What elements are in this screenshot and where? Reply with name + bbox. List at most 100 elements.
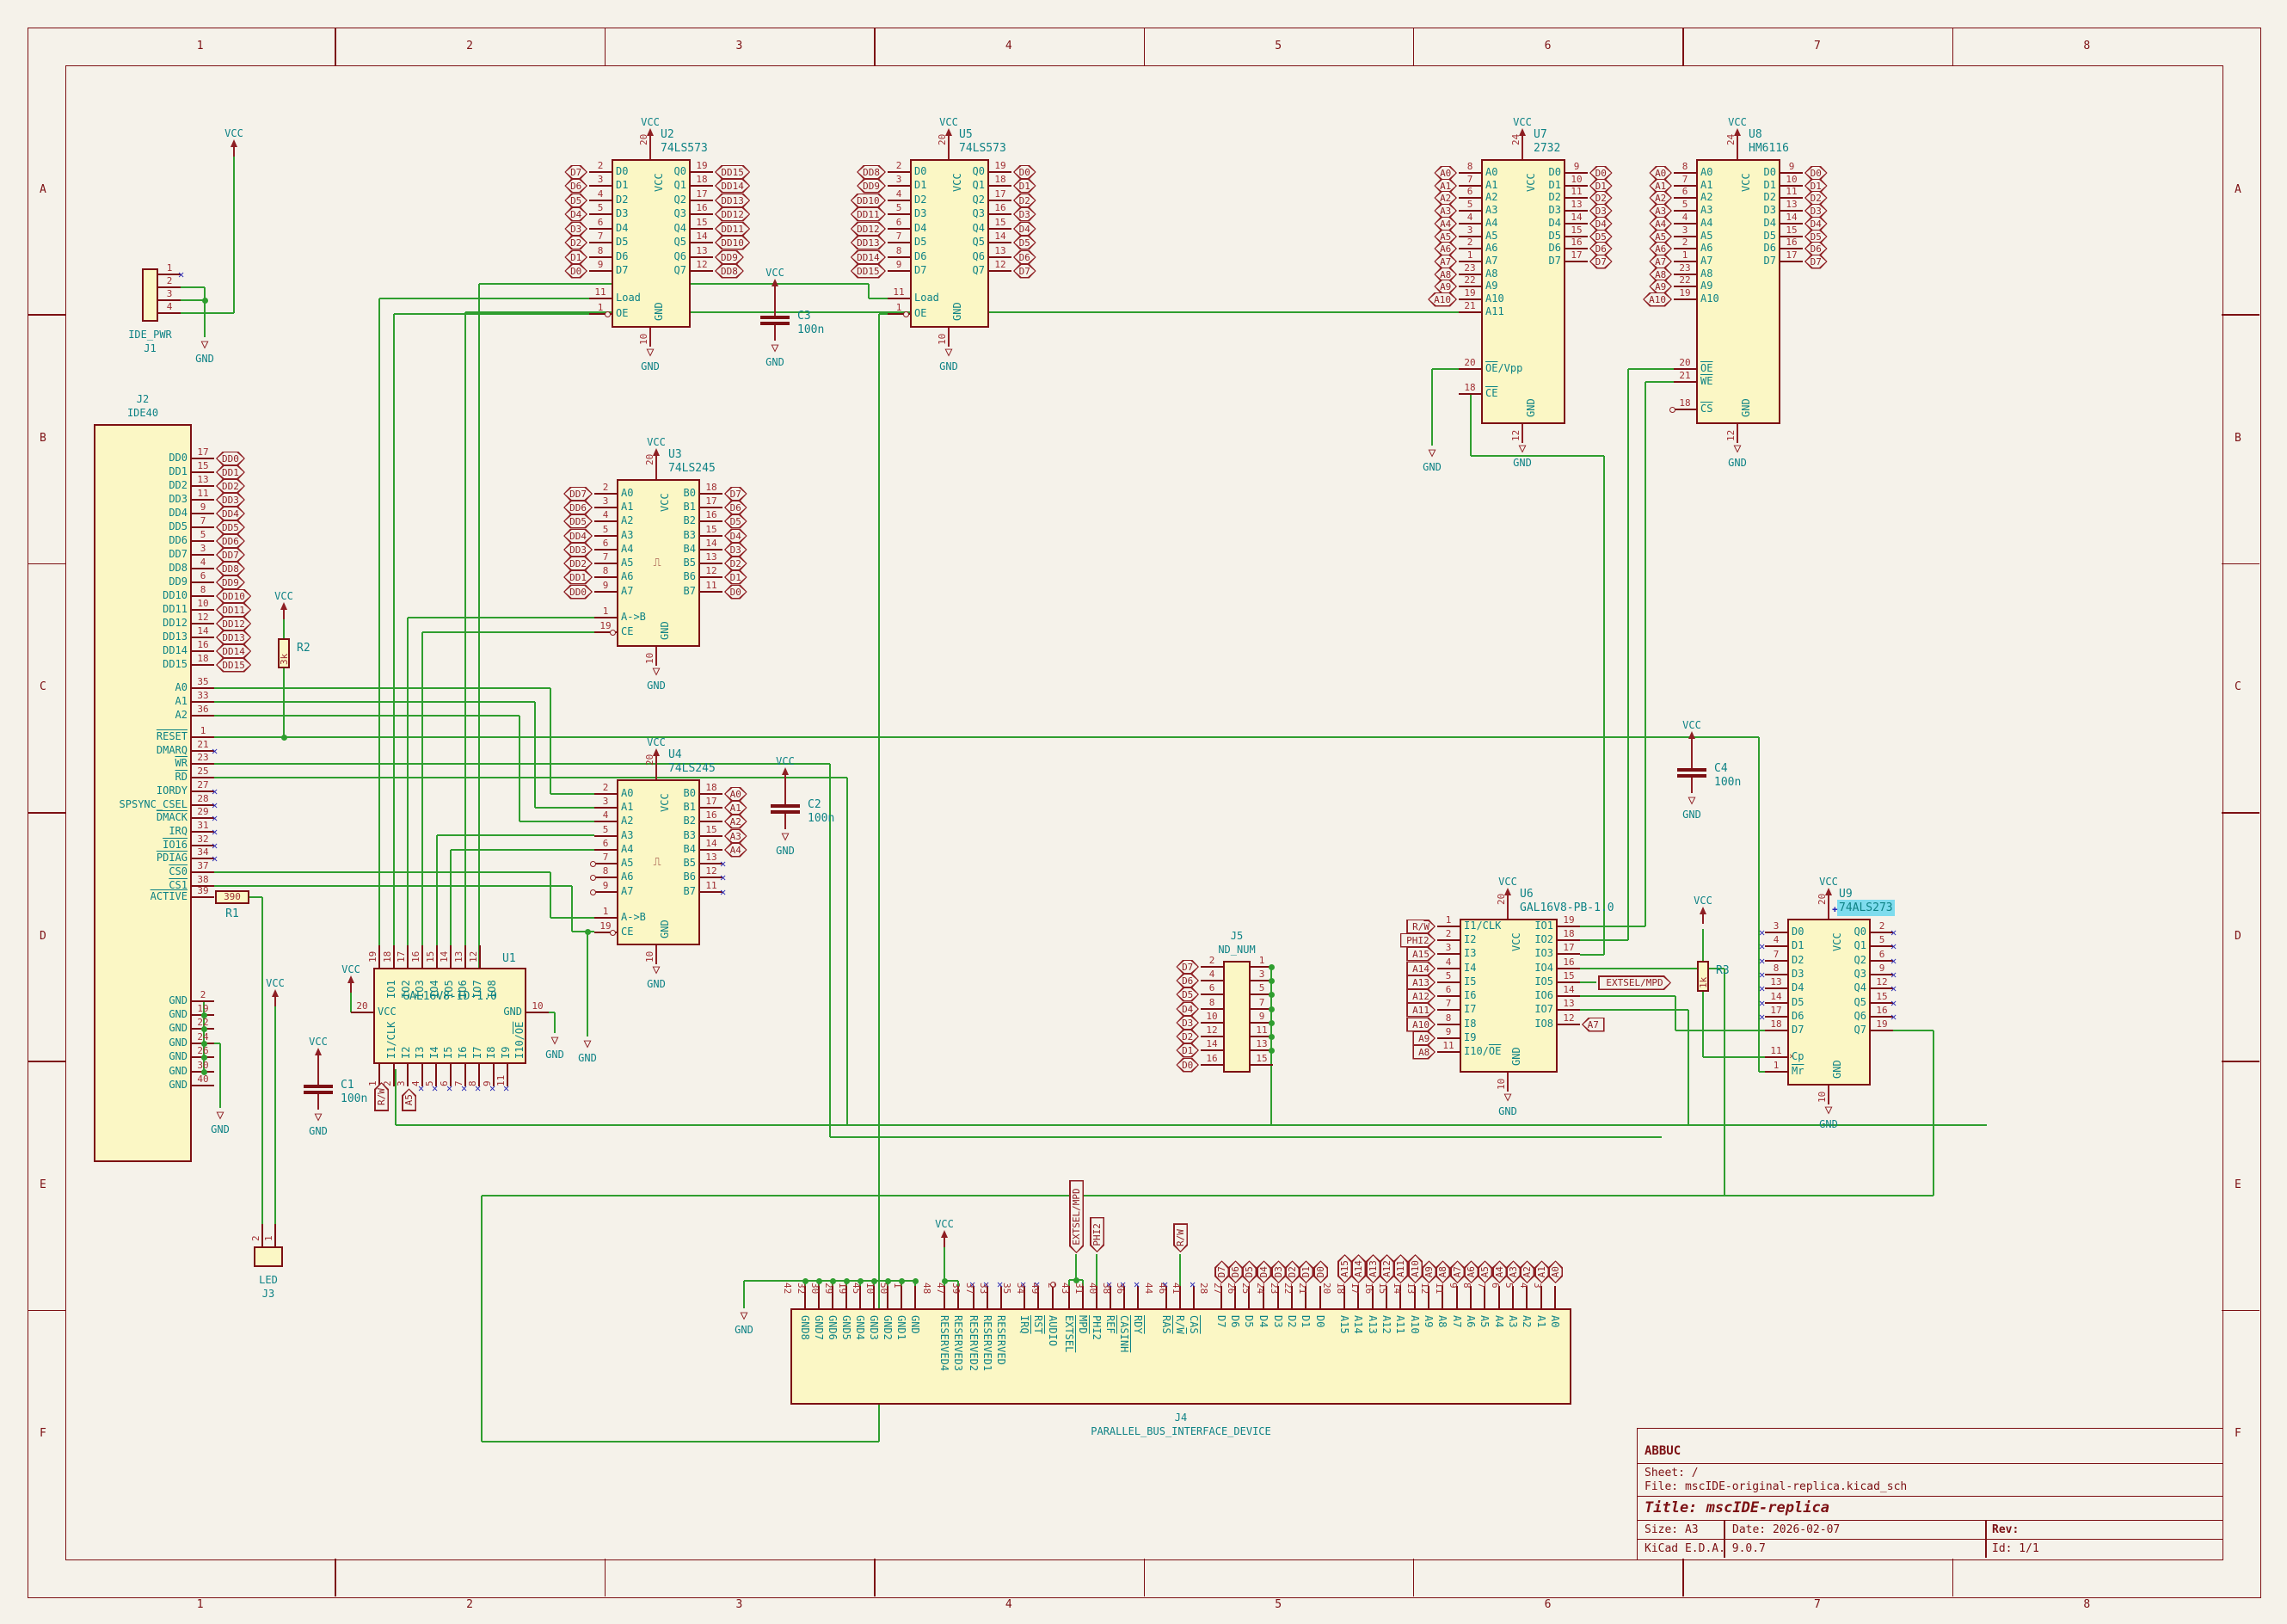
pin-U1-4[interactable] (421, 1064, 423, 1086)
pin-U5-3[interactable] (888, 185, 910, 187)
net-label[interactable]: A0 (724, 787, 747, 802)
wire[interactable] (535, 807, 594, 809)
net-label[interactable]: DD12 (715, 207, 750, 222)
pin-J4-49[interactable] (1052, 1286, 1054, 1308)
pin-U6-19[interactable] (1558, 926, 1580, 927)
net-label[interactable]: D6 (564, 179, 587, 194)
wire[interactable] (1675, 996, 1676, 1030)
net-label[interactable]: A5 (1649, 230, 1672, 244)
wire[interactable] (482, 1441, 879, 1443)
pin-J5-6[interactable] (1201, 993, 1223, 995)
net-label[interactable]: A3 (724, 829, 747, 844)
net-label[interactable]: DD13 (715, 194, 750, 208)
wire[interactable] (450, 850, 452, 968)
wire[interactable] (421, 632, 423, 968)
pin-U1-17[interactable] (407, 945, 409, 968)
wire[interactable] (1096, 1254, 1097, 1308)
pin-J2-21[interactable] (192, 750, 214, 752)
net-label[interactable]: D4 (1804, 217, 1828, 231)
pin-U6-13[interactable] (1558, 1009, 1580, 1011)
pin-J5-7[interactable] (1251, 1008, 1273, 1010)
wire[interactable] (1627, 369, 1629, 940)
pin-J2-39[interactable] (192, 896, 214, 898)
net-label[interactable]: D3 (564, 222, 587, 237)
wire[interactable] (550, 688, 551, 794)
hier-label[interactable]: EXTSEL/MPD (1598, 975, 1671, 990)
pin-J2-25[interactable] (192, 777, 214, 778)
pin-U4-14[interactable] (700, 849, 722, 851)
net-label[interactable]: D6 (724, 501, 747, 515)
net-label[interactable]: D1 (724, 570, 747, 585)
pin-J5-8[interactable] (1201, 1008, 1223, 1010)
wire[interactable] (587, 932, 588, 1037)
ic-U7[interactable] (1481, 159, 1565, 424)
wire[interactable] (1580, 981, 1596, 983)
wire[interactable] (550, 793, 594, 795)
pin-J5-15[interactable] (1251, 1064, 1273, 1066)
pin-U1-6[interactable] (450, 1064, 452, 1086)
pin-J4-39[interactable] (973, 1286, 974, 1308)
pin-U1-1[interactable] (378, 1064, 380, 1086)
wire[interactable] (1432, 368, 1459, 370)
pin-U6-18[interactable] (1558, 939, 1580, 941)
pin-U3-19[interactable] (594, 631, 617, 633)
pin-U1-10[interactable] (526, 1012, 549, 1013)
pin-U9-16[interactable] (1871, 1016, 1893, 1018)
pin-U5-12[interactable] (989, 270, 1011, 272)
pin-U2-16[interactable] (691, 213, 713, 215)
gnd-symbol[interactable]: ▽ (1824, 1102, 1833, 1117)
pin-U5-8[interactable] (888, 256, 910, 258)
wire[interactable] (554, 1012, 556, 1033)
wire[interactable] (1580, 995, 1675, 997)
wire[interactable] (158, 299, 205, 301)
pin-U3-17[interactable] (700, 507, 722, 508)
gnd-symbol[interactable]: ▽ (944, 344, 953, 360)
pin-J4-36[interactable] (1137, 1286, 1139, 1308)
pin-J2-10[interactable] (192, 609, 214, 611)
pin-J4-24[interactable] (1277, 1286, 1279, 1308)
wire[interactable] (214, 715, 519, 717)
wire[interactable] (1759, 1071, 1765, 1073)
pin-U7-13[interactable] (1565, 210, 1588, 212)
net-label[interactable]: A1 (1434, 179, 1457, 194)
pin-U2-14[interactable] (691, 242, 713, 243)
pin-J2-18[interactable] (192, 664, 214, 666)
net-label[interactable]: D5 (1589, 230, 1613, 244)
net-label[interactable]: D1 (1804, 179, 1828, 194)
pin-U1-18[interactable] (393, 945, 395, 968)
gnd-symbol[interactable]: ▽ (771, 340, 779, 355)
wire[interactable] (550, 872, 551, 918)
pin-U5-2[interactable] (888, 171, 910, 173)
pin-U5-4[interactable] (888, 200, 910, 201)
net-label[interactable]: DD15 (216, 658, 251, 673)
pin-J4-6[interactable] (1512, 1286, 1514, 1308)
pin-J1-1[interactable] (158, 274, 181, 275)
net-label[interactable]: D6 (1804, 242, 1828, 256)
pin-U3-5[interactable] (594, 535, 617, 537)
wire[interactable] (1471, 455, 1604, 457)
net-label[interactable]: DD0 (216, 452, 245, 466)
pin-U6-1[interactable] (1437, 926, 1460, 927)
net-label[interactable]: D0 (564, 264, 587, 279)
wire[interactable] (214, 763, 830, 765)
pin-U7-15[interactable] (1565, 236, 1588, 237)
pin-U9-14[interactable] (1765, 1002, 1787, 1004)
pin-U1-15[interactable] (436, 945, 438, 968)
net-label[interactable]: A5 (1434, 230, 1457, 244)
wire[interactable] (1933, 1030, 1934, 1196)
wire[interactable] (1603, 456, 1605, 955)
ic-J4[interactable] (790, 1308, 1571, 1405)
wire[interactable] (1758, 737, 1760, 1072)
pin-J5-4[interactable] (1201, 980, 1223, 981)
wire[interactable] (394, 313, 589, 315)
res-R1[interactable] (215, 890, 249, 904)
pin-J2-3[interactable] (192, 554, 214, 556)
pin-U9-8[interactable] (1765, 974, 1787, 975)
pin-J2-17[interactable] (192, 458, 214, 459)
pin-U5-19[interactable] (989, 171, 1011, 173)
wire[interactable] (214, 736, 1759, 738)
wire[interactable] (572, 931, 594, 932)
net-label[interactable]: DD1 (216, 465, 245, 480)
pin-J5-1[interactable] (1251, 966, 1273, 968)
net-label[interactable]: DD7 (563, 487, 593, 501)
